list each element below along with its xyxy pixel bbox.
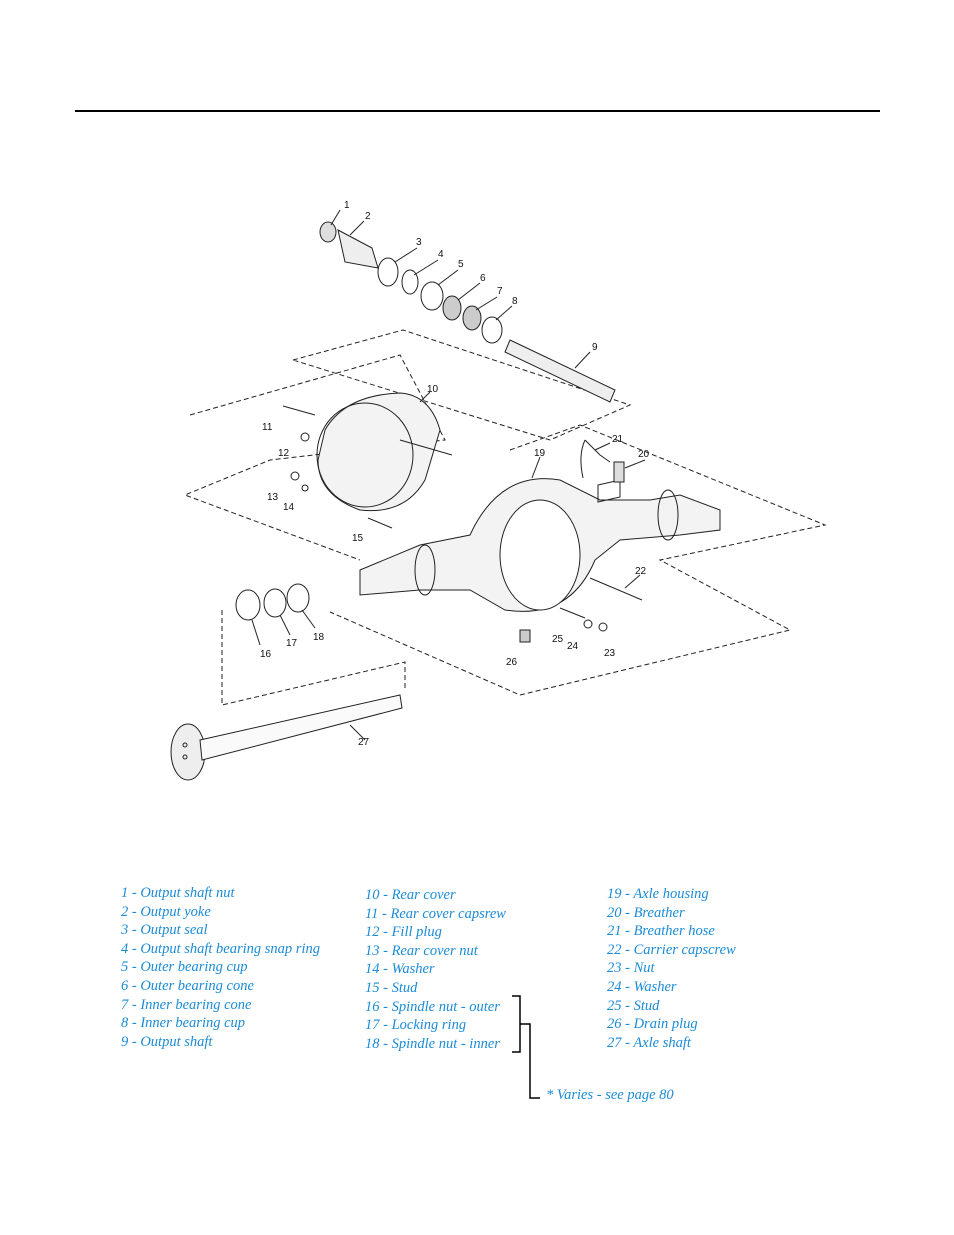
legend-item: 5 - Outer bearing cup: [121, 959, 248, 976]
callout-6: 6: [480, 273, 486, 284]
legend-item: 18 - Spindle nut - inner: [365, 1035, 500, 1052]
legend-item: 16 - Spindle nut - outer: [365, 998, 500, 1015]
callout-5: 5: [458, 259, 464, 270]
legend-item: 24 - Washer: [607, 978, 677, 995]
legend-column-2: 10 - Rear cover 11 - Rear cover capsrew …: [365, 886, 506, 1053]
legend-column-1: 1 - Output shaft nut 2 - Output yoke 3 -…: [121, 884, 320, 1051]
legend-item: 6 - Outer bearing cone: [121, 977, 254, 994]
legend-item: 7 - Inner bearing cone: [121, 996, 252, 1013]
callout-2: 2: [365, 211, 371, 222]
legend-item: 13 - Rear cover nut: [365, 942, 478, 959]
legend-item: 26 - Drain plug: [607, 1016, 698, 1033]
callout-23: 23: [604, 648, 616, 659]
callout-1: 1: [344, 200, 350, 211]
varies-bracket: [512, 995, 540, 1099]
dashed-outline-output-shaft: [292, 329, 632, 441]
legend-item: 20 - Breather: [607, 904, 685, 921]
legend-item: 23 - Nut: [607, 960, 655, 977]
legend-item: 12 - Fill plug: [365, 924, 442, 941]
callout-labels: 1 2 3 4 5 6 7 8 9 10 11 12 13 14 15 16 1…: [260, 200, 650, 748]
callout-9: 9: [592, 342, 598, 353]
callout-24: 24: [567, 641, 579, 652]
legend-column-3: 19 - Axle housing 20 - Breather 21 - Bre…: [607, 885, 736, 1052]
callout-15: 15: [352, 533, 364, 544]
callout-16: 16: [260, 649, 272, 660]
callout-27: 27: [358, 737, 370, 748]
legend-item: 10 - Rear cover: [365, 887, 456, 903]
legend-item: 21 - Breather hose: [607, 923, 715, 940]
callout-14: 14: [283, 502, 295, 513]
rear-cover: [282, 392, 453, 529]
callout-21: 21: [612, 434, 624, 445]
callout-3: 3: [416, 237, 422, 248]
callout-22: 22: [635, 566, 647, 577]
dashed-outline-housing: [329, 424, 827, 696]
callout-26: 26: [506, 657, 518, 668]
legend-item: 25 - Stud: [607, 997, 660, 1014]
callout-13: 13: [267, 492, 279, 503]
legend-item: 8 - Inner bearing cup: [121, 1015, 246, 1032]
legend-item: 19 - Axle housing: [607, 886, 709, 902]
callout-19: 19: [534, 448, 546, 459]
legend-item: 22 - Carrier capscrew: [607, 941, 736, 958]
callout-25: 25: [552, 634, 564, 645]
callout-7: 7: [497, 286, 503, 297]
legend-item: 2 - Output yoke: [121, 903, 211, 920]
legend-item: 9 - Output shaft: [121, 1033, 213, 1050]
legend-item: 1 - Output shaft nut: [121, 885, 235, 901]
callout-20: 20: [638, 449, 650, 460]
callout-8: 8: [512, 296, 518, 307]
legend-item: 27 - Axle shaft: [607, 1034, 691, 1051]
legend-item: 4 - Output shaft bearing snap ring: [121, 940, 320, 957]
varies-note: * Varies - see page 80: [546, 1087, 674, 1103]
legend-item: 11 - Rear cover capsrew: [365, 905, 506, 922]
spindle-nuts: [235, 583, 310, 621]
callout-12: 12: [278, 448, 290, 459]
callout-18: 18: [313, 632, 325, 643]
callout-4: 4: [438, 249, 444, 260]
legend-item: 17 - Locking ring: [365, 1017, 467, 1034]
axle-shaft-27: [170, 694, 403, 781]
legend-item: 3 - Output seal: [121, 922, 208, 939]
legend-item: 15 - Stud: [365, 979, 418, 996]
callout-17: 17: [286, 638, 298, 649]
dashed-outline-axleshaft: [221, 610, 406, 706]
header-rule: [75, 110, 880, 112]
legend-item: 14 - Washer: [365, 961, 435, 978]
callout-10: 10: [427, 384, 439, 395]
axle-housing: [359, 439, 721, 643]
output-shaft-group: [319, 221, 616, 403]
callout-11: 11: [262, 422, 273, 433]
axle-exploded-diagram: 1 2 3 4 5 6 7 8 9 10 11 12 13 14 15 16 1…: [170, 200, 827, 781]
